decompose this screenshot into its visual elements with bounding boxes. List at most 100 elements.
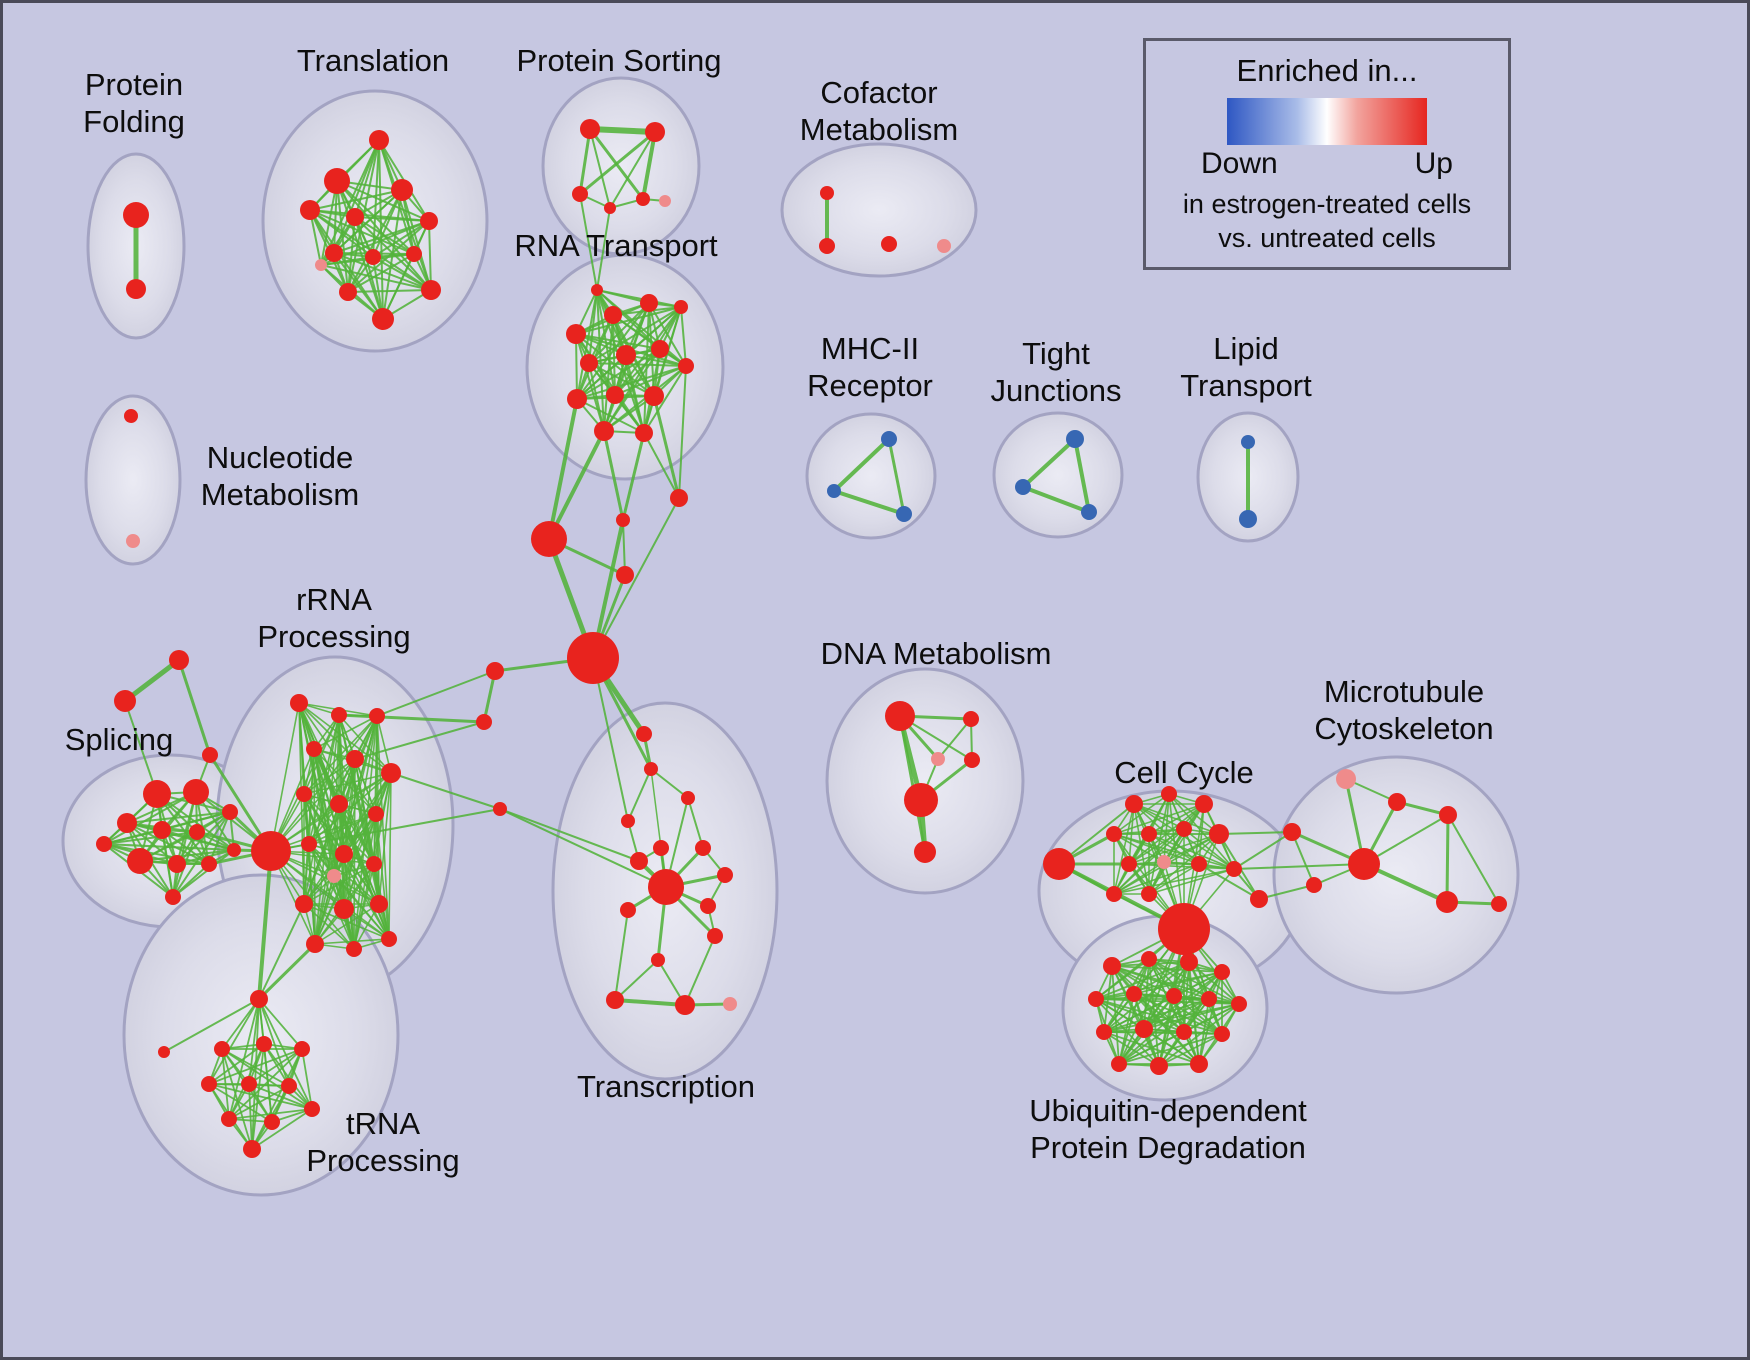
node-dm5 [904, 783, 938, 817]
node-rr18 [346, 941, 362, 957]
node-rt6 [616, 345, 636, 365]
cluster-ellipse-mhc-ii-receptor [805, 412, 937, 540]
node-mh3 [896, 506, 912, 522]
edge [221, 998, 260, 1050]
edge [602, 429, 625, 522]
edge [308, 843, 355, 950]
edge [678, 365, 687, 499]
edge [650, 768, 689, 799]
node-rt4 [674, 300, 688, 314]
node-mc8 [1491, 896, 1507, 912]
edge [301, 1048, 313, 1110]
edge [103, 843, 235, 851]
edge [378, 139, 432, 291]
edge [576, 365, 687, 400]
edge [333, 875, 390, 940]
node-ub14 [1111, 1056, 1127, 1072]
cluster-label-lipid-transport: Transport [1180, 368, 1312, 403]
edge [208, 1083, 313, 1110]
edge [303, 793, 390, 940]
node-rr19 [381, 931, 397, 947]
edge [596, 207, 611, 291]
node-ub6 [1126, 986, 1142, 1002]
edge [1118, 993, 1135, 1065]
edge [1258, 884, 1315, 900]
node-tn3 [256, 1036, 272, 1052]
node-rr4 [306, 741, 322, 757]
node-rr15 [334, 899, 354, 919]
edge [614, 348, 661, 396]
node-tn10 [304, 1101, 320, 1117]
edge [208, 1043, 265, 1085]
edge [547, 429, 606, 541]
edge [314, 903, 380, 945]
node-t8 [365, 249, 381, 265]
cluster-label-translation: Translation [297, 43, 449, 78]
edge [832, 437, 891, 493]
edge [1143, 998, 1210, 1030]
edge [1113, 833, 1235, 870]
node-sp2 [183, 779, 209, 805]
edge [1143, 1003, 1240, 1030]
cluster-label-cell-cycle: Cell Cycle [1114, 755, 1254, 790]
node-cc13 [1141, 886, 1157, 902]
node-tj1 [1066, 430, 1084, 448]
node-t9 [406, 246, 422, 262]
edge [1095, 998, 1223, 1035]
edge [257, 849, 273, 1001]
edge [592, 497, 680, 659]
node-x9 [648, 869, 684, 905]
edge [303, 772, 392, 795]
edge [320, 139, 380, 266]
edge [313, 748, 377, 815]
edge [161, 829, 235, 851]
edge [596, 289, 616, 396]
edge [308, 813, 377, 845]
node-ub15 [1150, 1057, 1168, 1075]
edge [1113, 793, 1170, 835]
node-ub12 [1176, 1024, 1192, 1040]
node-x16 [723, 997, 737, 1011]
node-cm4 [937, 239, 951, 253]
edge [1103, 993, 1135, 1033]
node-x4 [621, 814, 635, 828]
node-mc2 [1388, 793, 1406, 811]
edge [354, 216, 384, 320]
edge [263, 1043, 273, 1123]
cluster-label-protein-sorting: Protein Sorting [516, 43, 721, 78]
node-rt11 [644, 386, 664, 406]
node-rr13 [366, 856, 382, 872]
legend-down-label: Down [1201, 147, 1278, 180]
node-cn2 [476, 714, 492, 730]
edge [1128, 828, 1185, 865]
edge [382, 253, 415, 320]
cluster-label-trna-processing: Processing [306, 1143, 459, 1178]
edge [614, 959, 659, 1001]
edge [499, 808, 667, 888]
legend-title: Enriched in... [1236, 53, 1418, 88]
node-sp11 [227, 843, 241, 857]
edge [354, 216, 430, 222]
node-cc1 [1125, 795, 1143, 813]
edge [309, 189, 403, 211]
node-t13 [315, 259, 327, 271]
edge [1133, 803, 1185, 830]
cluster-label-rrna-processing: rRNA [296, 582, 372, 617]
node-rt2 [604, 306, 622, 324]
node-rr6 [381, 763, 401, 783]
cluster-label-ubiquitin-degradation: Protein Degradation [1030, 1130, 1306, 1165]
edge [1021, 485, 1091, 514]
node-ps4 [604, 202, 616, 214]
node-cc7 [1209, 824, 1229, 844]
edge [390, 772, 501, 810]
node-ub4 [1214, 964, 1230, 980]
node-mc6 [1436, 891, 1458, 913]
node-t4 [346, 208, 364, 226]
edge [228, 1085, 290, 1120]
node-sp7 [127, 848, 153, 874]
node-sp12 [96, 836, 112, 852]
edge [596, 289, 605, 432]
node-cc8 [1121, 856, 1137, 872]
edge [578, 130, 657, 196]
